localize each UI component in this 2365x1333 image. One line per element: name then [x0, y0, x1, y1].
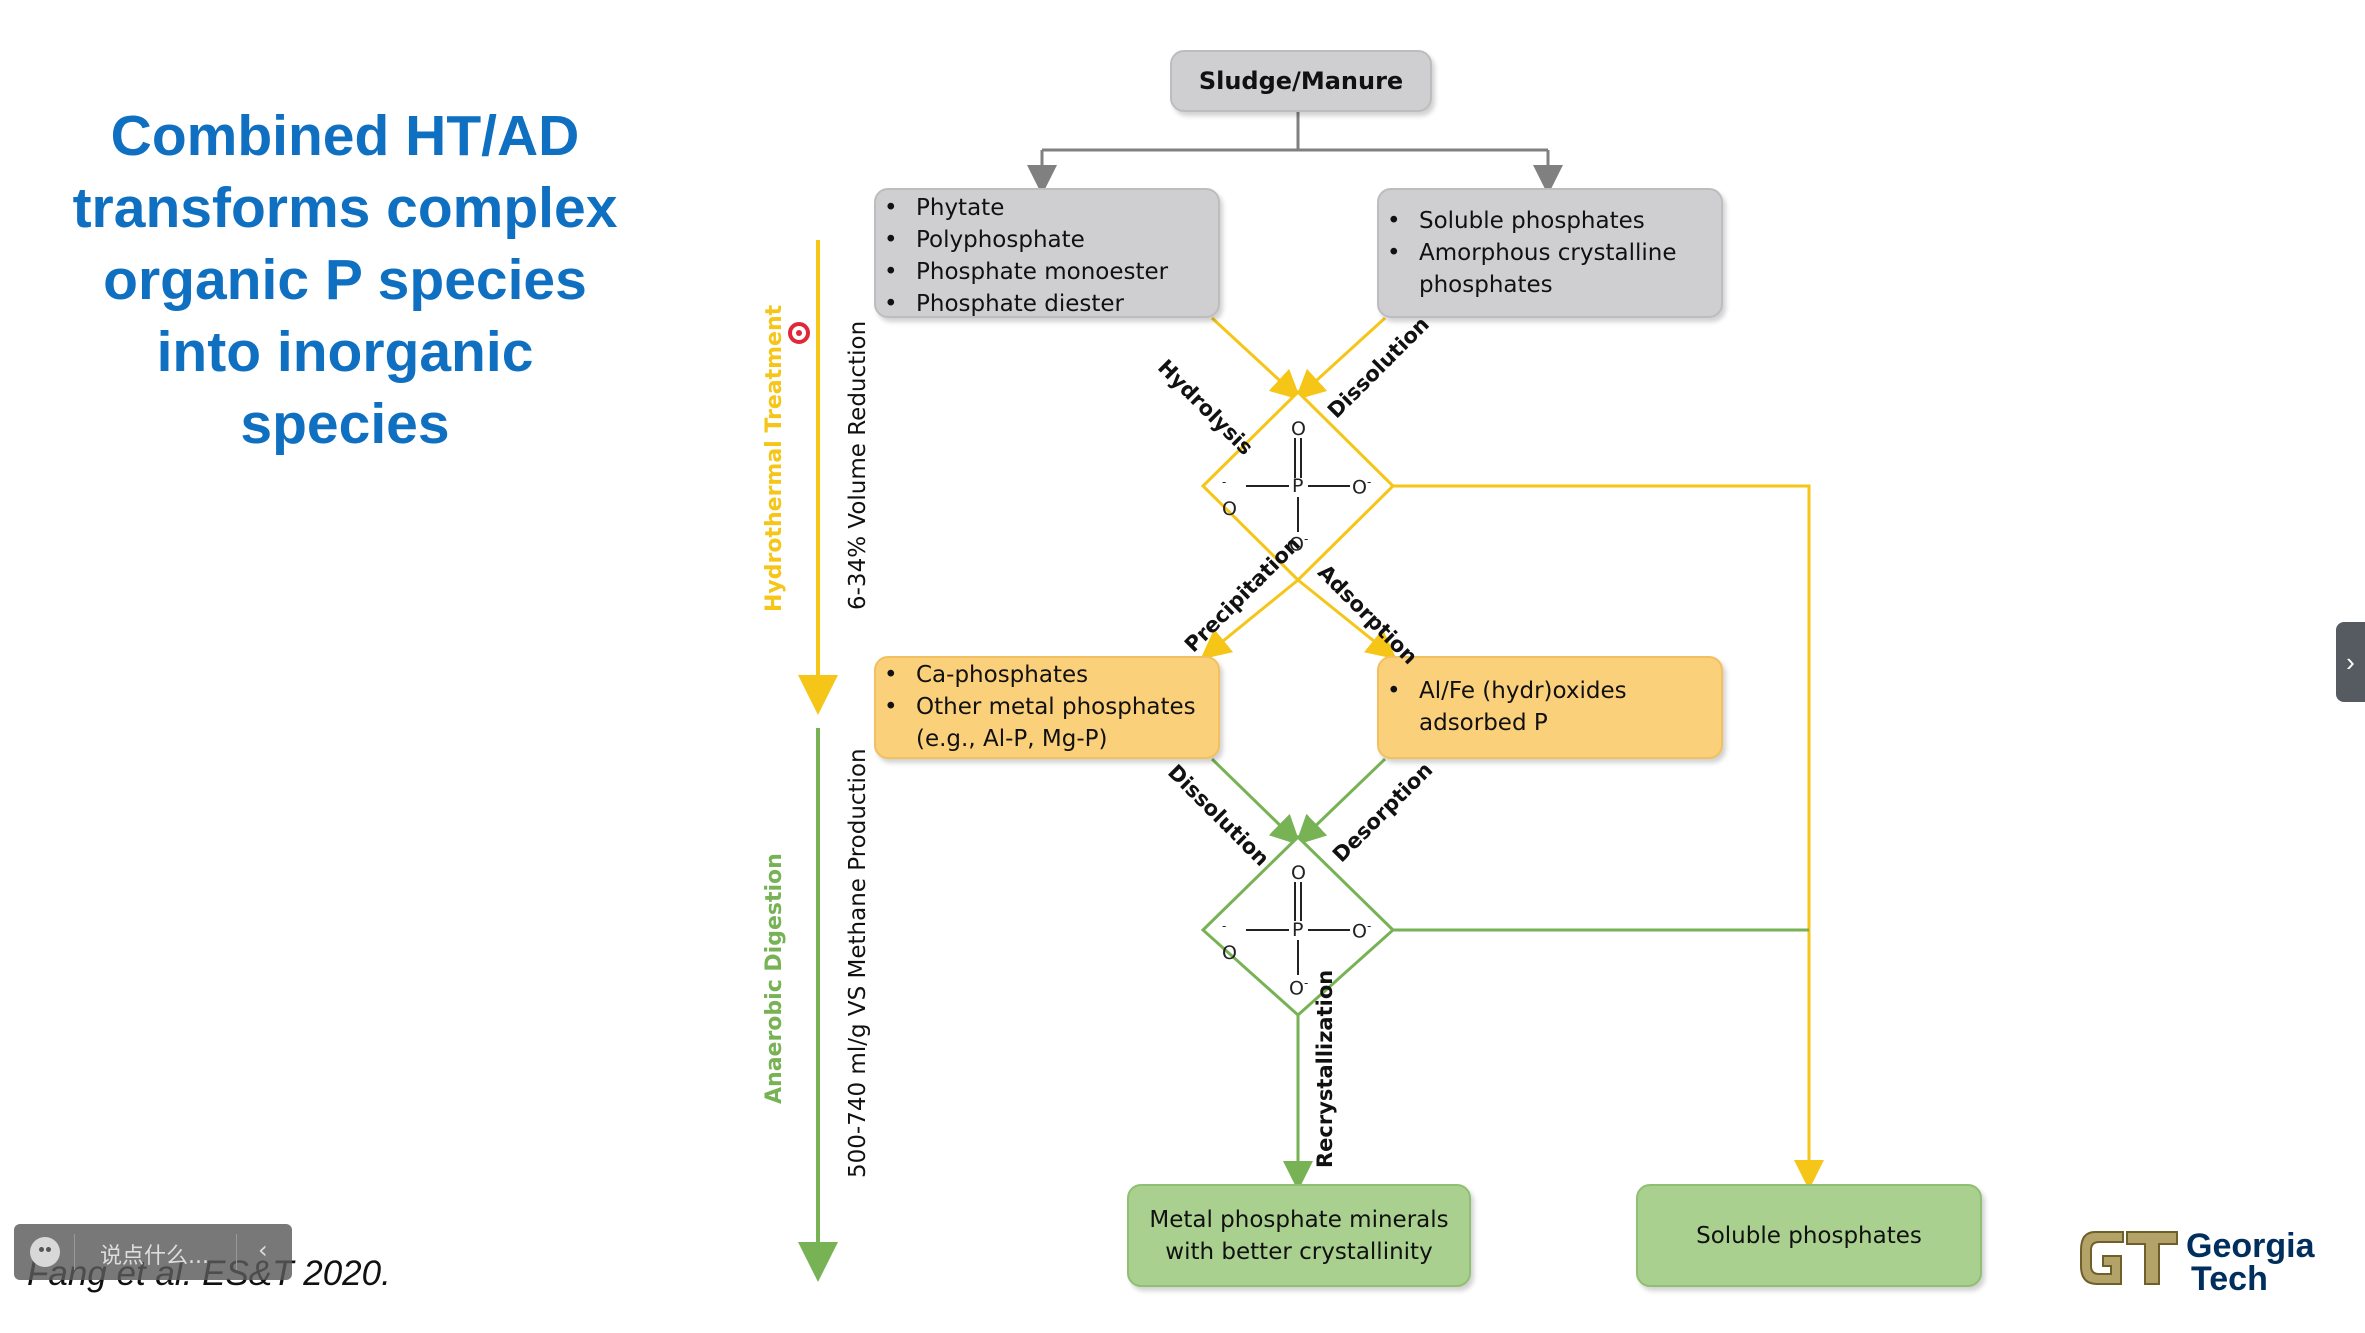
list-item: Phosphate monoester	[876, 256, 1218, 288]
georgia-tech-logo-icon	[2080, 1231, 2178, 1285]
collapse-chevron-icon[interactable]: ‹	[258, 1236, 268, 1264]
phosphate-structure-1	[1246, 438, 1350, 532]
logo-text-line: Tech	[2191, 1260, 2268, 1298]
dissolution-arrow-1	[1294, 316, 1387, 401]
divider	[236, 1234, 237, 1270]
o-top: O	[1291, 862, 1306, 884]
chat-input-placeholder[interactable]: 说点什么...	[100, 1244, 209, 1269]
hydrolysis-arrow	[1210, 316, 1302, 401]
alfe-adsorbed-box: Al/Fe (hydr)oxides adsorbed P	[1377, 656, 1723, 759]
list-item: Phytate	[876, 192, 1218, 224]
ca-phosphates-box: Ca-phosphates Other metal phosphates (e.…	[874, 656, 1220, 759]
cursor-indicator	[788, 322, 810, 344]
sludge-manure-box: Sludge/Manure	[1170, 50, 1432, 112]
logo-text-line: Georgia	[2186, 1227, 2315, 1265]
list-item: Amorphous crystalline phosphates	[1379, 237, 1721, 301]
o-bottom: O-	[1289, 532, 1309, 556]
title-line: into inorganic	[156, 320, 534, 384]
chat-input-bar[interactable]: 说点什么... ‹	[14, 1224, 292, 1280]
organic-p-box: Phytate Polyphosphate Phosphate monoeste…	[874, 188, 1220, 320]
o-bottom: O-	[1289, 976, 1309, 1000]
precipitation-arrow	[1200, 578, 1299, 660]
metal-phosphate-minerals-box: Metal phosphate minerals with better cry…	[1127, 1184, 1471, 1287]
emoji-icon[interactable]	[30, 1237, 60, 1267]
list-item: Polyphosphate	[876, 224, 1218, 256]
recrystallization-label: Recrystallization	[1313, 969, 1337, 1168]
sludge-manure-label: Sludge/Manure	[1198, 67, 1404, 95]
phosphate-structure-2	[1246, 882, 1350, 975]
ad-stage-label: Anaerobic Digestion	[762, 853, 787, 1104]
ad-methane-note: 500-740 ml/g VS Methane Production	[845, 748, 871, 1178]
split-connector	[1042, 112, 1548, 152]
title-line: species	[240, 392, 450, 456]
soluble-phosphates-final-box: Soluble phosphates	[1636, 1184, 1982, 1287]
title-line: organic P species	[103, 248, 587, 312]
p-center: P	[1292, 919, 1304, 941]
ht-volume-note: 6-34% Volume Reduction	[845, 320, 871, 610]
title-line: Combined HT/AD	[110, 104, 580, 168]
list-item: Soluble phosphates	[1379, 205, 1721, 237]
adsorption-arrow	[1297, 578, 1397, 660]
title-line: transforms complex	[72, 176, 618, 240]
desorption-arrow	[1295, 757, 1387, 846]
p-center: P	[1292, 475, 1304, 497]
metal-phosphate-label: Metal phosphate minerals with better cry…	[1149, 1206, 1449, 1265]
georgia-tech-wordmark: Georgia Tech	[2186, 1227, 2315, 1298]
list-item: Other metal phosphates (e.g., Al-P, Mg-P…	[876, 691, 1218, 755]
slide-title: Combined HT/AD transforms complex organi…	[40, 100, 650, 460]
list-item: Ca-phosphates	[876, 659, 1218, 691]
ht-stage-label: Hydrothermal Treatment	[762, 304, 787, 612]
soluble-bypass-yellow	[1393, 484, 1824, 1190]
o-right: O-	[1352, 919, 1372, 943]
divider	[74, 1234, 75, 1270]
dissolution-arrow-2	[1210, 757, 1301, 846]
list-item: Al/Fe (hydr)oxides adsorbed P	[1379, 675, 1721, 739]
list-item: Phosphate diester	[876, 288, 1218, 320]
o-left: -O	[1222, 919, 1237, 965]
o-right: O-	[1352, 475, 1372, 499]
o-top: O	[1291, 418, 1306, 440]
soluble-phosphates-box: Soluble phosphates Amorphous crystalline…	[1377, 188, 1723, 318]
chevron-right-icon: ›	[2346, 646, 2355, 677]
o-left: -O	[1222, 475, 1237, 521]
soluble-final-label: Soluble phosphates	[1696, 1222, 1922, 1249]
side-panel-toggle[interactable]: ›	[2336, 622, 2365, 702]
